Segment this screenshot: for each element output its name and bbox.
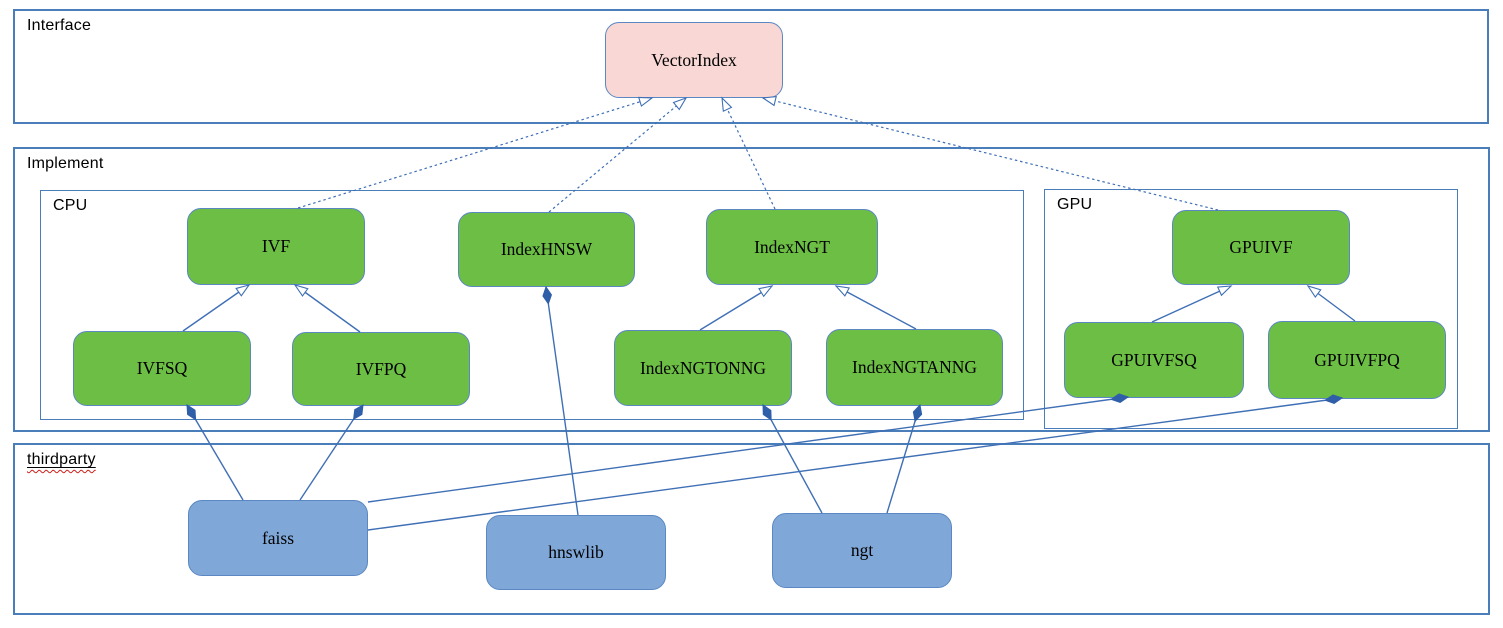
node-ivf-label: IVF — [261, 236, 291, 256]
node-ngt-label: ngt — [850, 540, 874, 560]
node-gpuivf-label: GPUIVF — [1229, 237, 1293, 257]
node-indexhnsw-label: IndexHNSW — [500, 239, 593, 259]
node-ivfsq: IVFSQ — [73, 331, 251, 406]
container-cpu-label: CPU — [53, 197, 88, 214]
node-indexhnsw: IndexHNSW — [458, 212, 635, 287]
container-thirdparty-label: thirdparty — [27, 451, 96, 469]
node-gpuivfsq: GPUIVFSQ — [1064, 322, 1244, 398]
node-gpuivfsq-label: GPUIVFSQ — [1111, 349, 1197, 370]
node-vectorindex-label: VectorIndex — [651, 49, 737, 70]
container-implement-label: Implement — [27, 155, 104, 172]
container-thirdparty-label-text: thirdparty — [27, 451, 96, 468]
node-ivfsq-label: IVFSQ — [136, 358, 188, 378]
node-indexngtonng: IndexNGTONNG — [614, 330, 792, 406]
node-ngt: ngt — [772, 513, 952, 588]
node-hnswlib-label: hnswlib — [548, 542, 604, 562]
node-hnswlib: hnswlib — [486, 515, 666, 590]
container-interface-label: Interface — [27, 17, 92, 34]
container-gpu-label: GPU — [1057, 196, 1093, 213]
node-faiss-label: faiss — [261, 527, 295, 548]
node-gpuivfpq-label: GPUIVFPQ — [1314, 349, 1400, 370]
node-ivfpq-label: IVFPQ — [355, 358, 407, 379]
node-vectorindex: VectorIndex — [605, 22, 783, 98]
node-indexngtanng-label: IndexNGTANNG — [852, 357, 977, 377]
node-faiss: faiss — [188, 500, 368, 576]
node-gpuivf: GPUIVF — [1172, 210, 1350, 285]
node-indexngtanng: IndexNGTANNG — [826, 329, 1003, 406]
node-gpuivfpq: GPUIVFPQ — [1268, 321, 1446, 399]
node-ivfpq: IVFPQ — [292, 332, 470, 406]
node-indexngt-label: IndexNGT — [754, 236, 830, 257]
node-ivf: IVF — [187, 208, 365, 285]
node-indexngtonng-label: IndexNGTONNG — [639, 357, 767, 378]
node-indexngt: IndexNGT — [706, 209, 878, 285]
